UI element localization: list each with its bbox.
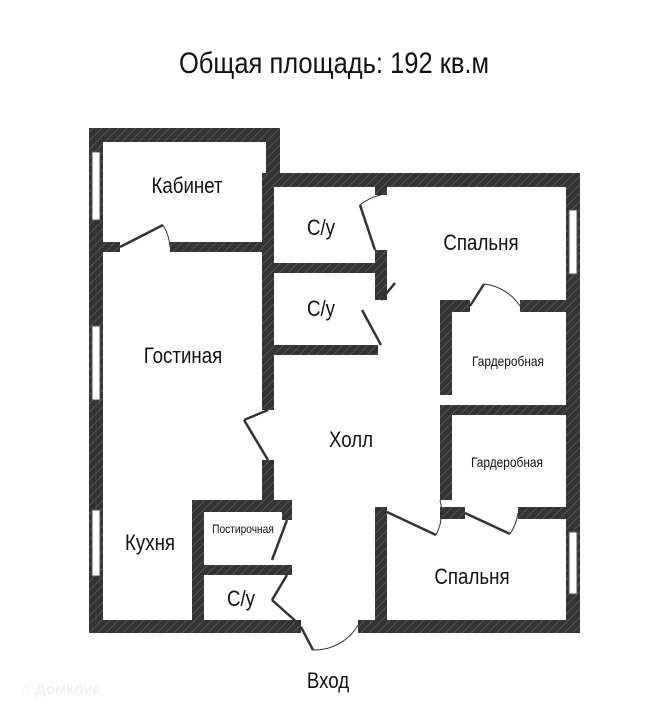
room-label-wc2: С/у — [306, 296, 336, 321]
room-label-laundry: Постирочная — [212, 522, 274, 536]
room-label-wardrobe2: Гардеробная — [471, 454, 543, 470]
entrance-label: Вход — [306, 668, 350, 693]
room-label-kitchen: Кухня — [124, 530, 176, 555]
room-label-wardrobe1: Гардеробная — [472, 353, 544, 369]
total-area-title: Общая площадь: 192 кв.м — [178, 47, 490, 80]
room-label-hall: Холл — [328, 427, 374, 452]
room-label-living: Гостиная — [143, 343, 223, 368]
walls — [89, 128, 580, 633]
room-label-wc1: С/у — [306, 215, 336, 240]
room-label-wc3: С/у — [226, 586, 256, 611]
house-logo-icon: ⌂ — [22, 681, 36, 698]
room-label-office: Кабинет — [151, 173, 223, 198]
watermark-logo: ⌂ Домклик — [22, 681, 100, 698]
room-label-bedroom1: Спальня — [443, 230, 519, 255]
watermark-text: Домклик — [35, 681, 101, 698]
windows — [91, 151, 578, 595]
doors — [119, 194, 521, 651]
room-label-bedroom2: Спальня — [434, 564, 510, 589]
